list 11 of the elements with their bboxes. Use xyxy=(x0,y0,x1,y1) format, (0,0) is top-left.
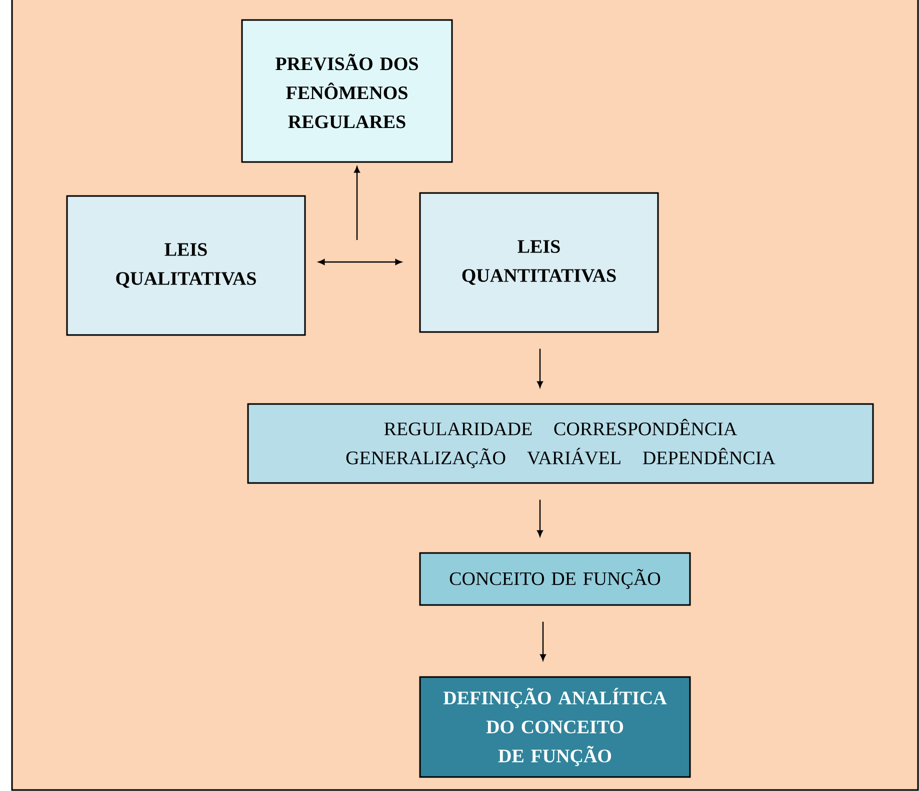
arrow xyxy=(354,166,360,240)
result-box: DEFINIÇÃO ANALÍTICA DO CONCEITO DE FUNÇÃO xyxy=(419,676,691,778)
arrow xyxy=(537,500,543,537)
arrow xyxy=(540,622,546,661)
arrow xyxy=(318,259,402,265)
process-box: LEIS QUANTITATIVAS xyxy=(419,192,659,333)
process-box: LEIS QUALITATIVAS xyxy=(66,195,306,336)
process-box: PREVISÃO DOS FENÔMENOS REGULARES xyxy=(241,19,453,163)
process-box: CONCEITO DE FUNÇÃO xyxy=(419,552,691,606)
arrow xyxy=(537,348,543,388)
process-box: REGULARIDADE CORRESPONDÊNCIA GENERALIZAÇÃO VARIÁVEL DEPENDÊNCIA xyxy=(247,403,874,484)
